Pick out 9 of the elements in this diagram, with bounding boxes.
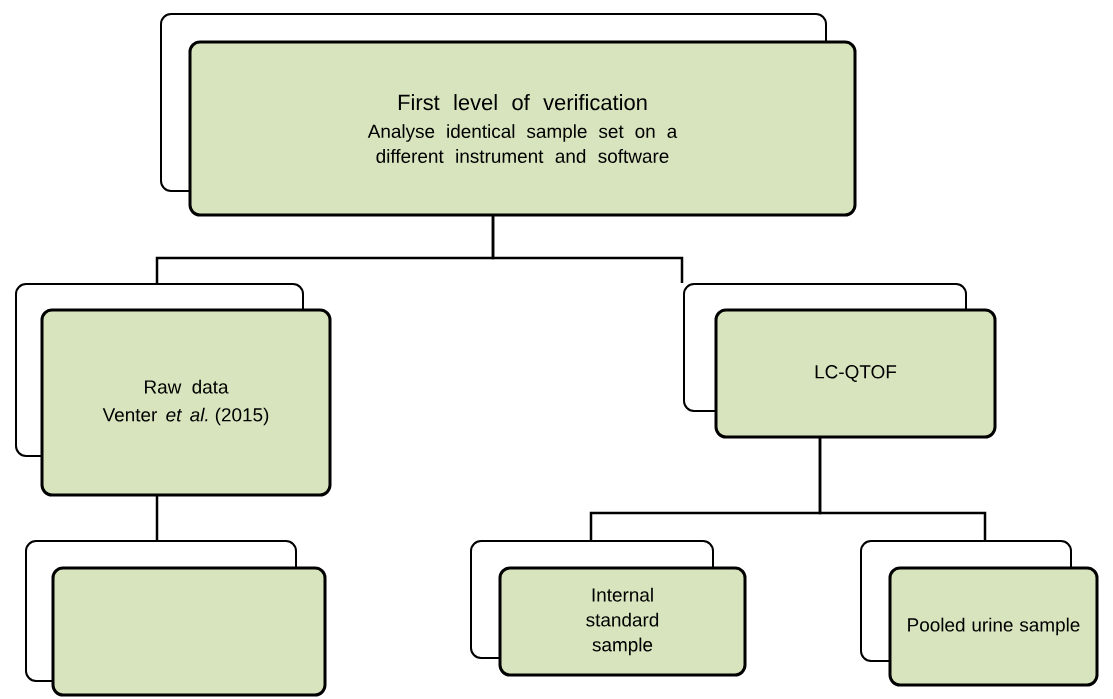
process-box	[25, 540, 327, 697]
connector	[818, 437, 987, 540]
process-box: First level of verification Analyse identical sample set on a different instrument and software	[160, 13, 857, 217]
process-box: Raw data Venter et al. (2015)	[15, 283, 332, 497]
connector	[491, 215, 684, 283]
process-box: LC-QTOF	[683, 283, 997, 439]
connector	[155, 495, 159, 540]
process-box: Internal standard sample	[470, 540, 747, 677]
process-box: Pooled urine sample	[860, 540, 1099, 687]
